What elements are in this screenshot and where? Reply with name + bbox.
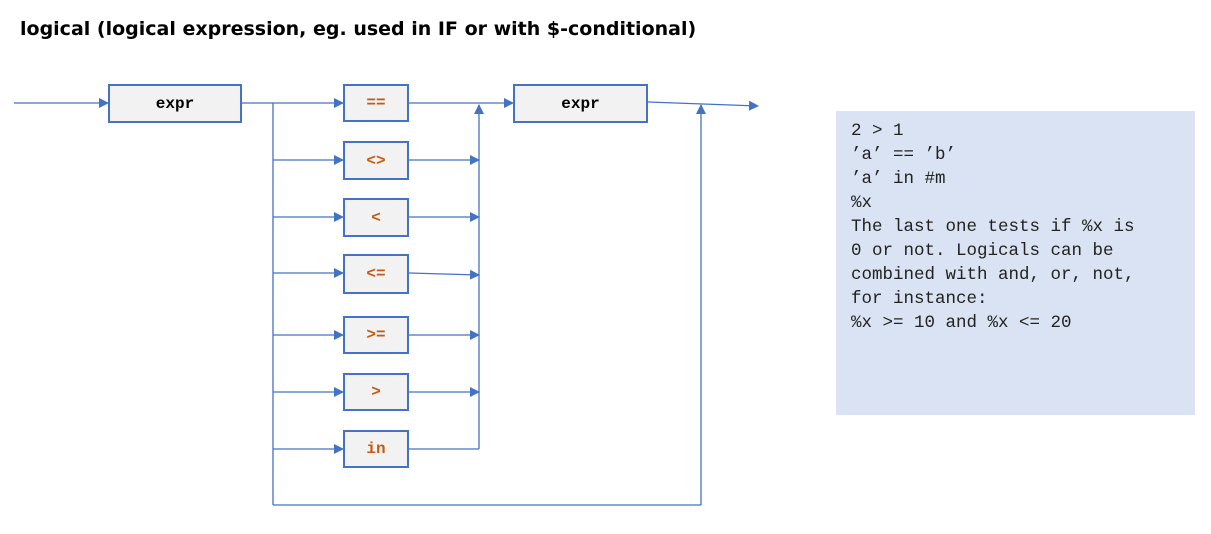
note-line: %x bbox=[851, 193, 873, 213]
expr-right-box: expr bbox=[513, 84, 648, 123]
note-line: The last one tests if %x is bbox=[851, 217, 1135, 237]
note-line: 2 > 1 bbox=[851, 121, 904, 141]
operator-in-box: in bbox=[343, 430, 409, 468]
note-line: ’a’ in #m bbox=[851, 169, 946, 189]
note-line: combined with and, or, not, bbox=[851, 265, 1135, 285]
note-line: %x >= 10 and %x <= 20 bbox=[851, 313, 1072, 333]
example-note: 2 > 1 ’a’ == ’b’ ’a’ in #m %x The last o… bbox=[836, 111, 1195, 415]
operator-ge-box: >= bbox=[343, 316, 409, 354]
diagram-title: logical (logical expression, eg. used in… bbox=[20, 18, 697, 40]
note-line: ’a’ == ’b’ bbox=[851, 145, 957, 165]
note-line: for instance: bbox=[851, 289, 988, 309]
note-line: 0 or not. Logicals can be bbox=[851, 241, 1114, 261]
expr-left-box: expr bbox=[108, 84, 242, 123]
exit-arrow bbox=[647, 100, 759, 111]
operator-lt-box: < bbox=[343, 198, 409, 237]
operator-le-box: <= bbox=[343, 254, 409, 294]
operator-ne-box: <> bbox=[343, 141, 409, 180]
operator-gt-box: > bbox=[343, 373, 409, 411]
operator-eq-box: == bbox=[343, 84, 409, 122]
